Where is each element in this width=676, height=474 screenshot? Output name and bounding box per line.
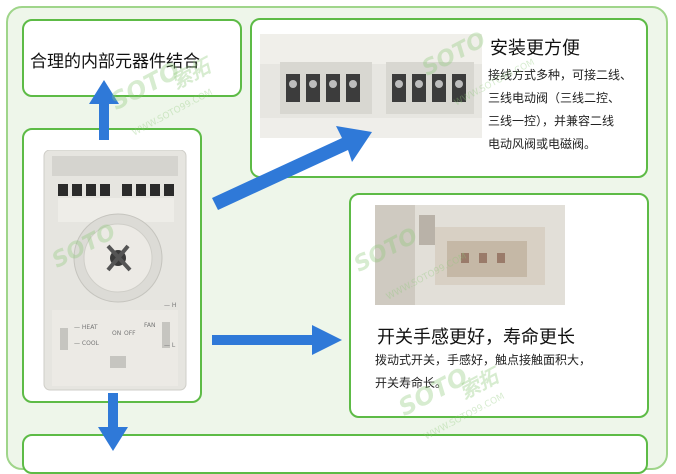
arrow-up-right-icon bbox=[212, 126, 372, 210]
internal-components-title: 合理的内部元器件结合 bbox=[30, 52, 200, 72]
arrow-down-icon bbox=[98, 393, 128, 451]
install-title: 安装更方便 bbox=[490, 38, 580, 59]
install-line-3: 三线一控），并兼容二线 bbox=[488, 114, 615, 128]
terminal-block-photo bbox=[260, 34, 482, 138]
heat-label: — HEAT bbox=[74, 324, 98, 331]
switch-description: 拨动式开关，手感好，触点接触面积大， 开关寿命长。 bbox=[375, 349, 591, 395]
install-line-4: 电动风阀或电磁阀。 bbox=[488, 137, 597, 151]
internal-components-box: 合理的内部元器件结合 bbox=[22, 19, 242, 97]
thermostat-device-illustration bbox=[43, 150, 187, 391]
on-label: ON bbox=[112, 330, 122, 337]
arrow-right-icon bbox=[212, 325, 342, 355]
switch-feature-box: 开关手感更好，寿命更长 拨动式开关，手感好，触点接触面积大， 开关寿命长。 bbox=[349, 193, 649, 418]
switch-closeup-photo bbox=[375, 205, 565, 305]
switch-line-2: 开关寿命长。 bbox=[375, 376, 448, 390]
install-line-1: 接线方式多种，可接二线、 bbox=[488, 68, 633, 82]
switch-title: 开关手感更好，寿命更长 bbox=[377, 327, 575, 348]
fan-low-label: — L bbox=[164, 342, 176, 349]
fan-high-label: — H bbox=[164, 302, 177, 309]
thermostat-box: — HEAT — COOL ON OFF FAN — H — L bbox=[22, 128, 202, 403]
switch-line-1: 拨动式开关，手感好，触点接触面积大， bbox=[375, 353, 592, 367]
off-label: OFF bbox=[124, 330, 136, 337]
arrow-up-icon bbox=[89, 80, 119, 140]
install-line-2: 三线电动阀（三线二控、 bbox=[488, 91, 621, 105]
install-description: 接线方式多种，可接二线、 三线电动阀（三线二控、 三线一控），并兼容二线 电动风… bbox=[488, 64, 632, 156]
cool-label: — COOL bbox=[74, 340, 99, 347]
fan-label: FAN bbox=[144, 322, 156, 329]
